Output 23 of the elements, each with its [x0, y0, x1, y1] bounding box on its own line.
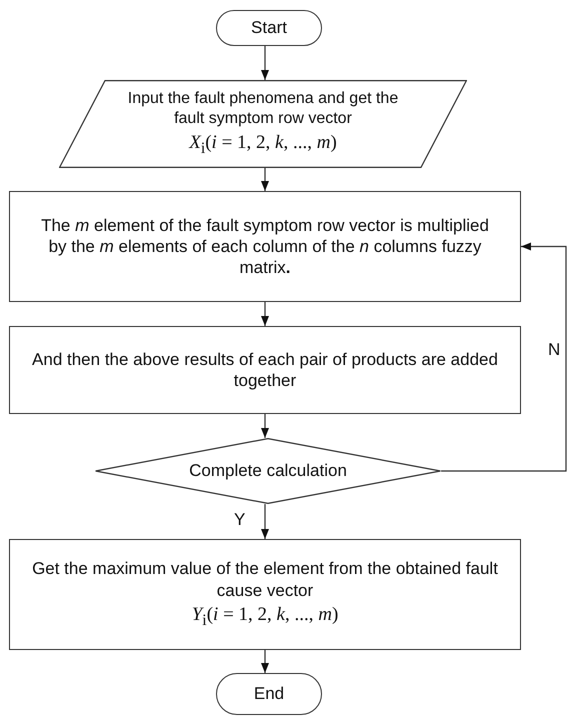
- arrow: [261, 414, 269, 438]
- arrow: [261, 168, 269, 191]
- arrow: [261, 302, 269, 326]
- arrow: [441, 242, 567, 472]
- process-box: [9, 326, 521, 414]
- decision-diamond: [95, 438, 441, 504]
- node-text: The m element of the fault symptom row vector is multiplied by the m elements of each column of the n columns fuzzy matrix.: [40, 214, 490, 278]
- node-text: Start: [251, 17, 287, 39]
- terminal-node: [216, 10, 322, 46]
- formula-text: X$_{i}$(i = 1, 2, k, ..., m): [189, 131, 337, 159]
- node-text: Complete calculation: [189, 460, 347, 482]
- arrow: [261, 504, 269, 539]
- node-text: Get the maximum value of the element from the obtained fault cause vector: [32, 558, 498, 601]
- node-text: And then the above results of each pair of products are added together: [32, 348, 498, 392]
- process-box: [9, 539, 521, 650]
- terminal-node: [216, 673, 322, 715]
- process-box: [9, 191, 521, 302]
- node-text: Input the fault phenomena and get the fault symptom row vector: [126, 89, 400, 130]
- node-text: End: [254, 683, 284, 705]
- formula-text: Y$_{i}$(i = 1, 2, k, ..., m): [192, 602, 338, 631]
- arrow: [261, 650, 269, 673]
- input-parallelogram: [59, 80, 467, 168]
- arrow: [261, 46, 269, 80]
